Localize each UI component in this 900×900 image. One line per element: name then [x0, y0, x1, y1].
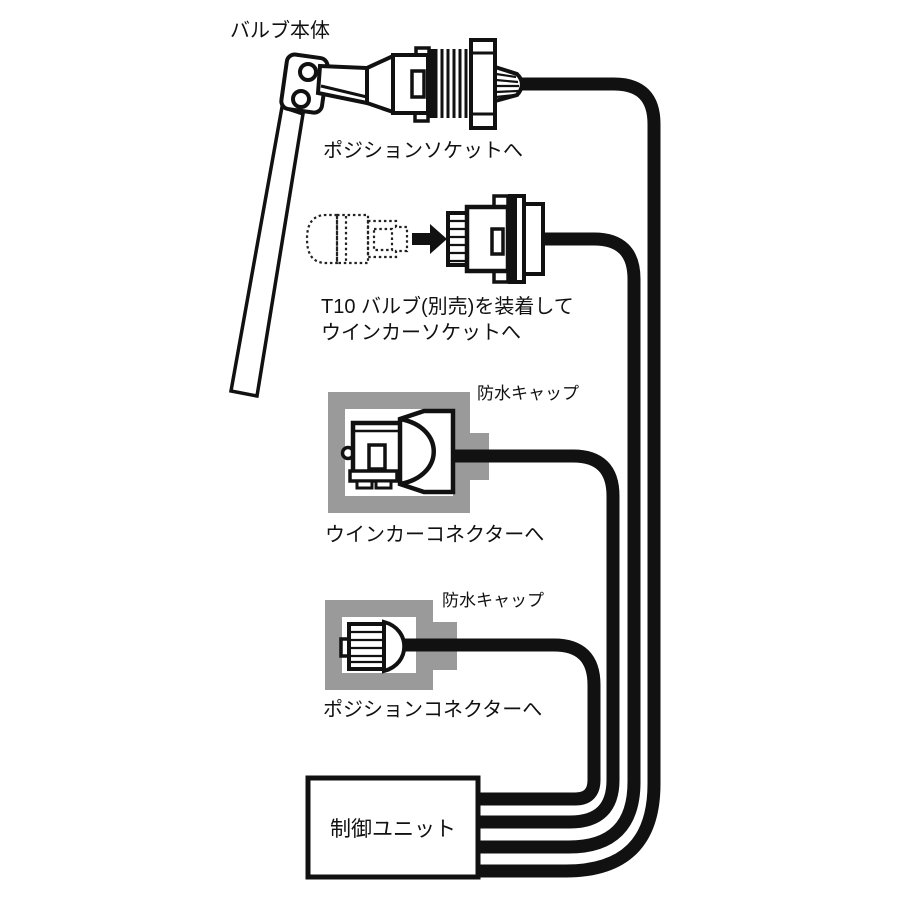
position-socket-label: ポジションソケットへ: [323, 139, 523, 162]
control-unit-label: 制御ユニット: [330, 818, 456, 841]
waterproof-cap-upper-label: 防水キャップ: [477, 384, 579, 403]
winker-socket-drawing: [446, 194, 545, 284]
cable-position-connector: [402, 638, 601, 806]
winker-connector-drawing: [340, 408, 456, 495]
arrow-icon: [412, 224, 447, 254]
t10-instruction-line2: ウインカーソケットへ: [321, 322, 521, 344]
cable-winker-socket: [478, 232, 641, 854]
position-connector-drawing: [339, 619, 407, 674]
cable-valve-body: [478, 77, 661, 878]
position-connector-label: ポジションコネクターへ: [323, 698, 542, 721]
t10-bulb-drawing: [305, 213, 409, 265]
control-unit-box: [305, 775, 481, 880]
valve-body-drawing: [228, 38, 524, 399]
winker-connector-label: ウインカーコネクターへ: [325, 523, 544, 546]
t10-instruction-line1: T10 バルブ(別売)を装着して: [321, 294, 574, 318]
waterproof-cap-lower-label: 防水キャップ: [442, 591, 544, 610]
cables: [402, 77, 661, 878]
valve-body-label: バルブ本体: [230, 18, 330, 42]
cable-winker-connector: [450, 449, 620, 829]
